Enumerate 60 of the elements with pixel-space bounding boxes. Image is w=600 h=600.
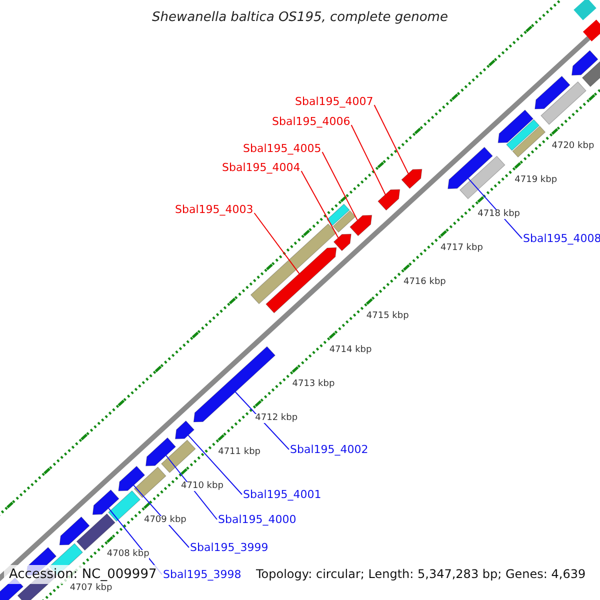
feature-bar <box>506 119 540 151</box>
feature-bar <box>160 440 196 474</box>
leader-line <box>350 124 386 196</box>
gene-label: Sbal195_4000 <box>218 514 296 525</box>
tick-label: 4718 kbp <box>478 210 520 218</box>
accession-label: Accession: NC_009997 <box>4 565 163 584</box>
tick-label: 4717 kbp <box>440 244 483 253</box>
gene-block <box>266 247 337 314</box>
tick-label: 4716 kbp <box>403 278 446 287</box>
feature-bar <box>134 466 166 498</box>
leader-line <box>166 455 218 520</box>
gene-label: Sbal195_4003 <box>175 204 254 215</box>
gene-block <box>534 76 570 110</box>
tick-label: 4709 kbp <box>144 516 186 525</box>
gene-label: Sbal195_4005 <box>243 143 322 154</box>
gene-block <box>350 214 372 236</box>
leader-line <box>133 484 190 548</box>
gene-block <box>333 234 352 252</box>
gene-block <box>448 146 493 190</box>
gene-label: Sbal195_3998 <box>163 569 242 580</box>
gene-block <box>401 168 422 189</box>
gene-block <box>498 110 534 144</box>
tick-label: 4712 kbp <box>255 414 298 423</box>
feature-bar <box>582 20 600 42</box>
tick-label: 4720 kbp <box>552 142 594 150</box>
tick-label: 4715 kbp <box>366 312 409 321</box>
leader-line <box>322 152 358 221</box>
leader-line <box>188 434 242 495</box>
leader-line <box>300 170 339 238</box>
title: Shewanella baltica OS195, complete genome <box>152 10 448 25</box>
feature-bar <box>326 204 350 226</box>
genome-stats-text: Topology: circular; Length: 5,347,283 bp; Genes: 4,639 <box>256 568 586 580</box>
gene-label: Sbal195_3999 <box>190 542 268 553</box>
gene-block <box>378 189 400 211</box>
gene-block <box>92 489 120 515</box>
feature-bar <box>540 81 586 125</box>
tick-label: 4719 kbp <box>514 176 558 184</box>
feature-bar <box>108 490 141 522</box>
tick-label: 4710 kbp <box>181 482 224 491</box>
tick-label: 4711 kbp <box>218 448 261 457</box>
tick-label: 4708 kbp <box>106 550 150 559</box>
tick-label: 4714 kbp <box>329 346 372 355</box>
gene-label: Sbal195_4002 <box>290 444 368 455</box>
feature-bar <box>76 513 116 551</box>
feature-bar <box>459 156 506 200</box>
feature-bar <box>512 126 546 158</box>
gene-label: Sbal195_4001 <box>243 489 322 500</box>
feature-bar <box>250 223 337 304</box>
gene-block <box>59 516 90 546</box>
gene-block <box>118 466 146 492</box>
gene-label: Sbal195_4007 <box>295 96 374 107</box>
gene-label: Sbal195_4004 <box>222 162 300 173</box>
gene-block <box>145 437 176 466</box>
gene-block <box>193 346 276 422</box>
tick-label: 4713 kbp <box>292 380 335 389</box>
leader-line <box>374 104 409 174</box>
gene-label: Sbal195_4006 <box>272 116 350 127</box>
feature-bar <box>332 210 356 233</box>
gene-block <box>571 50 598 76</box>
tick-label: 4707 kbp <box>70 584 112 593</box>
